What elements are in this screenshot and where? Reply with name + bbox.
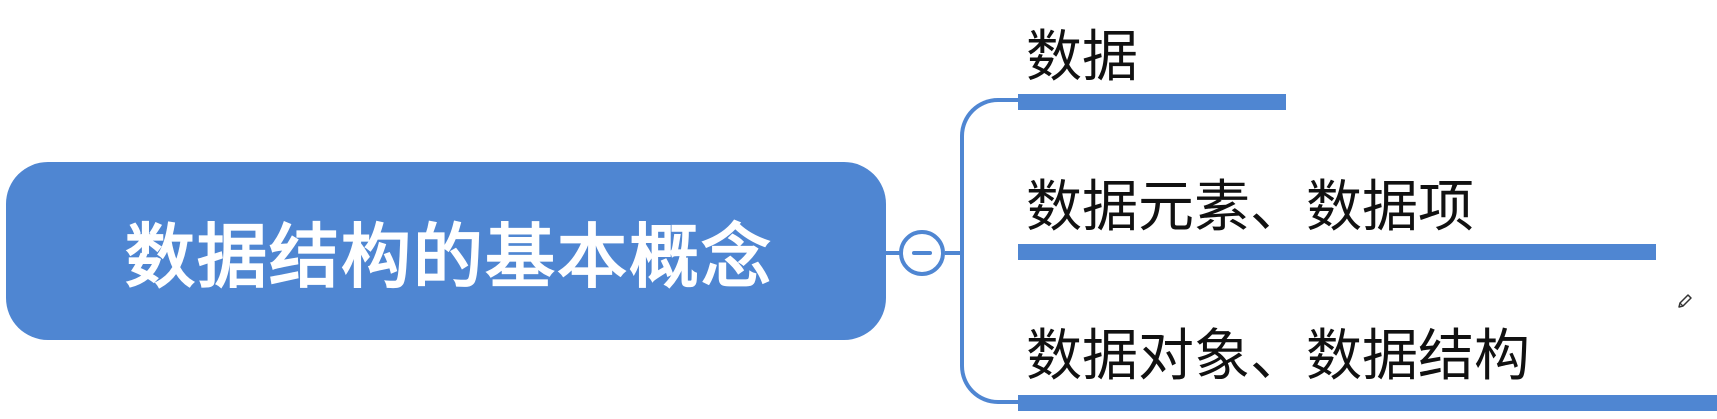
minus-icon [912,251,932,255]
root-topic-label: 数据结构的基本概念 [125,215,773,298]
child-topic-label: 数据对象、数据结构 [1026,324,1530,389]
collapse-toggle-button[interactable] [899,230,945,276]
child-topic-node[interactable]: 数据元素、数据项 [1018,150,1656,265]
child-topic-underline [1018,244,1656,260]
toggle-connector-line [945,251,962,255]
pencil-icon[interactable] [1676,292,1694,310]
root-topic-node[interactable]: 数据结构的基本概念 [6,162,886,340]
root-connector-line [886,251,900,255]
child-topic-label: 数据 [1026,25,1138,90]
child-topic-label: 数据元素、数据项 [1026,175,1474,240]
child-topic-node[interactable]: 数据对象、数据结构 [1018,305,1717,419]
child-topic-underline [1018,94,1286,110]
child-topic-underline [1018,395,1717,411]
child-topic-node[interactable]: 数据 [1018,0,1286,115]
branch-bracket [960,98,1020,404]
